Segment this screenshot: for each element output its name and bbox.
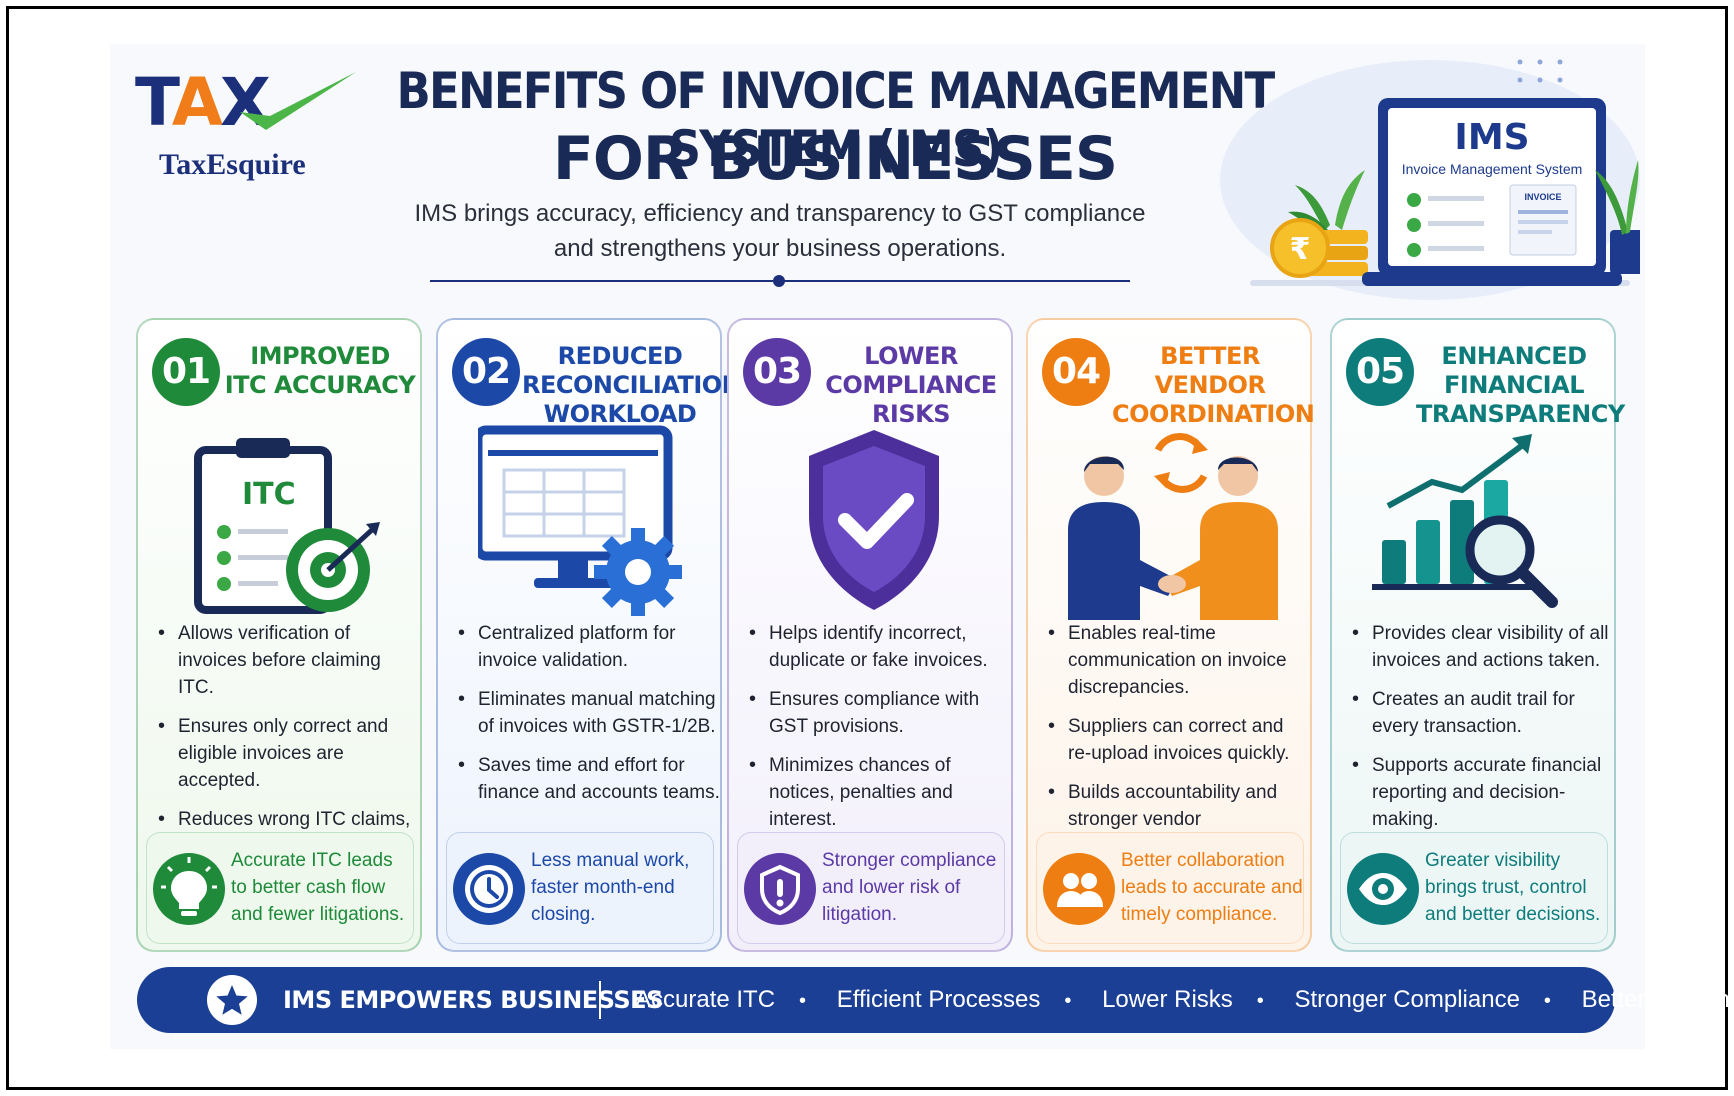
bullet-dot: •	[799, 990, 807, 1012]
divider-dot	[773, 275, 785, 287]
benefit-bullet-list: Centralized platform for invoice validat…	[452, 620, 720, 818]
handshake-icon	[1068, 433, 1278, 620]
bullet-item: Suppliers can correct and re-upload invo…	[1042, 713, 1310, 767]
clock-icon	[453, 853, 525, 925]
benefit-bullet-list: Provides clear visibility of all invoice…	[1346, 620, 1614, 845]
benefit-number-badge: 01	[152, 338, 220, 406]
banner-item: Better Growth	[1581, 986, 1730, 1013]
benefit-illustration	[473, 420, 688, 620]
invoice-document-icon: INVOICE	[1509, 184, 1577, 256]
svg-text:Invoice Management System: Invoice Management System	[1402, 161, 1583, 177]
svg-text:INVOICE: INVOICE	[1524, 192, 1561, 202]
lightbulb-icon	[153, 853, 225, 925]
subtitle-line2: and strengthens your business operations…	[553, 235, 1007, 262]
banner-title: IMS EMPOWERS BUSINESSES	[283, 986, 663, 1014]
bullet-dot: •	[1064, 990, 1072, 1012]
benefit-footer-note: Greater visibility brings trust, control…	[1340, 832, 1608, 944]
bullet-item: Supports accurate financial reporting an…	[1346, 752, 1614, 833]
benefit-bullet-list: Helps identify incorrect, duplicate or f…	[743, 620, 1011, 845]
people-icon	[1043, 853, 1115, 925]
taxesquire-logo: TAX TaxEsquire	[135, 64, 356, 190]
checklist-icon	[1407, 193, 1484, 257]
benefit-footer-note: Stronger compliance and lower risk of li…	[737, 832, 1005, 944]
benefit-illustration	[1068, 420, 1278, 620]
bullet-item: Helps identify incorrect, duplicate or f…	[743, 620, 1011, 674]
benefit-illustration: ITC	[178, 420, 388, 620]
benefit-number-badge: 04	[1042, 338, 1110, 406]
benefit-footer-note: Better collaboration leads to accurate a…	[1036, 832, 1304, 944]
subtitle-line1: IMS brings accuracy, efficiency and tran…	[414, 200, 1146, 227]
benefit-footer-note: Less manual work, faster month-end closi…	[446, 832, 714, 944]
svg-text:ITC: ITC	[242, 477, 296, 512]
shield-check-icon	[809, 430, 939, 610]
footer-text: Less manual work, faster month-end closi…	[531, 850, 690, 925]
banner-items: Accurate ITC • Efficient Processes • Lower…	[635, 967, 1730, 1034]
banner-item: Efficient Processes	[836, 986, 1041, 1013]
logo-name: TaxEsquire	[159, 148, 306, 181]
benefit-footer-note: Accurate ITC leads to better cash flow a…	[146, 832, 414, 944]
svg-text:₹: ₹	[1290, 232, 1311, 267]
growth-chart-magnifier-icon	[1372, 434, 1558, 608]
banner-item: Accurate ITC	[635, 986, 776, 1013]
bullet-dot: •	[1256, 990, 1264, 1012]
clipboard-target-icon: ITC	[194, 438, 380, 614]
banner-item: Stronger Compliance	[1294, 986, 1520, 1013]
shield-alert-icon	[744, 853, 816, 925]
bullet-dot: •	[1543, 990, 1551, 1012]
monitor-gear-icon	[473, 425, 682, 616]
star-badge	[207, 975, 257, 1025]
bullet-item: Allows verification of invoices before c…	[152, 620, 420, 701]
footer-text: Accurate ITC leads to better cash flow a…	[231, 850, 405, 925]
bullet-item: Centralized platform for invoice validat…	[452, 620, 720, 674]
eye-icon	[1347, 853, 1419, 925]
footer-text: Stronger compliance and lower risk of li…	[822, 850, 997, 925]
bullet-item: Provides clear visibility of all invoice…	[1346, 620, 1614, 674]
banner-item: Lower Risks	[1102, 986, 1233, 1013]
dots-decoration-icon	[1517, 59, 1563, 83]
page-subtitle: IMS brings accuracy, efficiency and tran…	[390, 196, 1170, 266]
benefit-illustration	[769, 420, 979, 620]
page-title-line2: FOR BUSINESSES	[552, 124, 1118, 194]
footer-text: Better collaboration leads to accurate a…	[1121, 850, 1303, 925]
svg-text:IMS: IMS	[1454, 117, 1529, 158]
hero-illustration: ₹ IMS Invoice Management System INVOICE	[1190, 50, 1648, 310]
footer-text: Greater visibility brings trust, control…	[1425, 850, 1601, 925]
benefit-illustration	[1372, 420, 1582, 620]
page-title-line1: BENEFITS OF INVOICE MANAGEMENT SYSTEM (I…	[396, 62, 1276, 178]
star-icon	[216, 985, 248, 1015]
logo-brand-mark: TAX	[135, 64, 271, 141]
bullet-item: Creates an audit trail for every transac…	[1346, 686, 1614, 740]
bullet-item: Minimizes chances of notices, penalties …	[743, 752, 1011, 833]
summary-banner: IMS EMPOWERS BUSINESSES Accurate ITC • Ef…	[137, 967, 1730, 1033]
bullet-item: Saves time and effort for finance and ac…	[452, 752, 720, 806]
benefit-number-badge: 02	[452, 338, 520, 406]
benefit-number-badge: 05	[1346, 338, 1414, 406]
bullet-item: Ensures compliance with GST provisions.	[743, 686, 1011, 740]
benefit-number-badge: 03	[743, 338, 811, 406]
bullet-item: Ensures only correct and eligible invoic…	[152, 713, 420, 794]
bullet-item: Eliminates manual matching of invoices w…	[452, 686, 720, 740]
laptop-illustration: ₹ IMS Invoice Management System INVOICE	[1220, 59, 1648, 300]
banner-separator	[599, 981, 601, 1019]
bullet-item: Enables real-time communication on invoi…	[1042, 620, 1310, 701]
